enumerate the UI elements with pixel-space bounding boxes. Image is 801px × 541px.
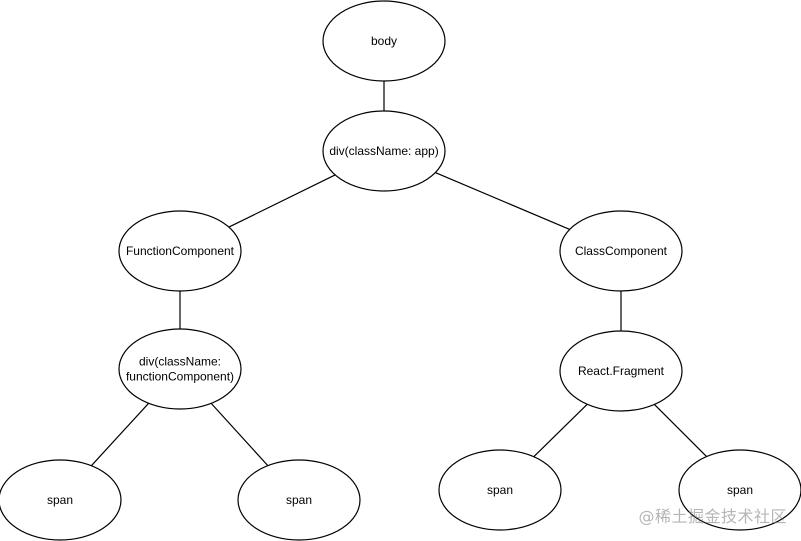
edge-fragment-to-span4 bbox=[653, 403, 708, 458]
node-span2: span bbox=[237, 459, 361, 541]
node-label-app: div(className: app) bbox=[329, 144, 438, 158]
node-label-span4: span bbox=[727, 483, 753, 497]
node-funcdiv: div(className:functionComponent) bbox=[118, 328, 242, 410]
node-ellipse-funcdiv bbox=[118, 328, 242, 410]
node-class: ClassComponent bbox=[559, 210, 683, 292]
node-label-span2: span bbox=[286, 493, 312, 507]
node-label-body: body bbox=[371, 34, 397, 48]
node-label-class: ClassComponent bbox=[575, 244, 668, 258]
edge-app-to-class bbox=[435, 172, 570, 230]
node-label-funcdiv: div(className:functionComponent) bbox=[126, 355, 234, 384]
node-app: div(className: app) bbox=[322, 110, 446, 192]
node-body: body bbox=[322, 0, 446, 82]
node-ellipse-func bbox=[118, 210, 242, 292]
node-ellipse-app bbox=[322, 110, 446, 192]
node-func: FunctionComponent bbox=[118, 210, 242, 292]
node-ellipse-class bbox=[559, 210, 683, 292]
node-span4: span bbox=[678, 449, 801, 531]
node-label-func: FunctionComponent bbox=[126, 244, 235, 258]
edges bbox=[90, 81, 708, 467]
node-ellipse-fragment bbox=[559, 330, 683, 412]
node-ellipse-span4 bbox=[678, 449, 801, 531]
node-span3: span bbox=[438, 449, 562, 531]
node-ellipse-body bbox=[322, 0, 446, 82]
node-ellipse-span3 bbox=[438, 449, 562, 531]
edge-funcdiv-to-span1 bbox=[90, 402, 150, 467]
node-span1: span bbox=[0, 459, 122, 541]
edge-fragment-to-span3 bbox=[533, 403, 588, 458]
node-fragment: React.Fragment bbox=[559, 330, 683, 412]
node-label-span1: span bbox=[47, 493, 73, 507]
node-ellipse-span1 bbox=[0, 459, 122, 541]
node-label-span3: span bbox=[487, 483, 513, 497]
node-label-fragment: React.Fragment bbox=[578, 364, 665, 378]
edge-app-to-func bbox=[228, 174, 336, 228]
node-ellipse-span2 bbox=[237, 459, 361, 541]
edge-funcdiv-to-span2 bbox=[210, 402, 269, 467]
watermark-text: @稀土掘金技术社区 bbox=[638, 507, 787, 526]
